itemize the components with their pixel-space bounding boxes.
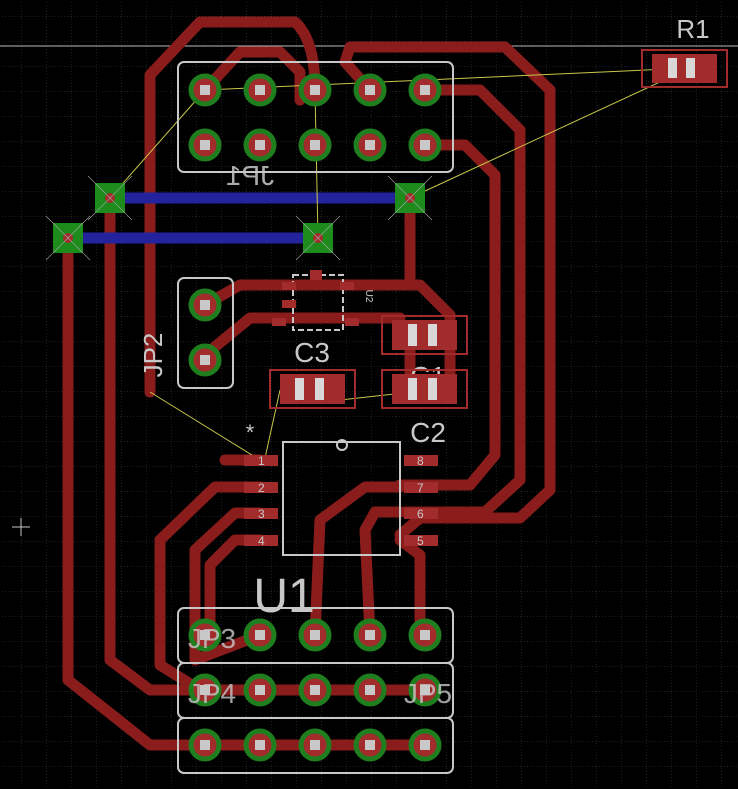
airwire — [149, 391, 261, 461]
pin-6-label: 6 — [417, 507, 424, 521]
jp3-label: JP3 — [188, 623, 236, 654]
jp1-header: JP1 — [177, 61, 454, 191]
trace — [394, 139, 501, 491]
c3-outline — [269, 369, 356, 409]
trace — [154, 481, 266, 696]
trace — [104, 194, 426, 696]
jp5-outline — [177, 717, 454, 774]
trace — [199, 46, 306, 106]
pin-7-label: 7 — [417, 481, 424, 495]
vias — [45, 175, 433, 261]
trace — [189, 507, 266, 666]
jp2-label: JP2 — [138, 333, 168, 378]
bottom-traces — [68, 192, 410, 244]
pin-5-label: 5 — [417, 534, 424, 548]
pin-4-label: 4 — [258, 534, 265, 548]
r1: R1 — [641, 14, 728, 88]
airwire — [109, 89, 206, 199]
jp5-label: JP5 — [404, 678, 452, 709]
c1-outline — [381, 315, 468, 355]
u1-label: U1 — [253, 570, 314, 623]
pin1-marker: * — [246, 420, 255, 445]
bottom-headers: JP3 JP4 JP5 — [177, 607, 454, 774]
u1: 1 2 3 4 5 6 7 8 * U1 — [244, 420, 438, 623]
c3: C3 — [269, 337, 356, 409]
trace — [339, 41, 556, 541]
airwires — [109, 67, 691, 461]
u2-label: U2 — [363, 290, 374, 303]
airwire — [264, 389, 281, 459]
jp2-header: JP2 — [138, 277, 234, 389]
trace — [359, 506, 406, 641]
via — [45, 215, 91, 261]
jp2-outline — [177, 277, 234, 389]
trace — [314, 279, 456, 396]
trace — [62, 232, 426, 751]
via — [295, 215, 341, 261]
c2-outline — [381, 369, 468, 409]
c2: C2 — [381, 369, 468, 448]
r1-label: R1 — [676, 14, 709, 44]
u1-outline — [282, 441, 401, 556]
via — [387, 175, 433, 221]
u2: U2 — [272, 270, 374, 331]
top-traces — [62, 16, 556, 751]
trace — [309, 481, 406, 641]
c3-label: C3 — [294, 337, 330, 368]
airwire — [204, 67, 691, 91]
origin-marker — [12, 518, 30, 536]
c2-label: C2 — [410, 417, 446, 448]
pin-2-label: 2 — [258, 481, 265, 495]
airwire — [409, 67, 691, 199]
airwire — [314, 89, 319, 239]
pin-3-label: 3 — [258, 507, 265, 521]
jp1-outline — [177, 61, 454, 173]
pin-1-label: 1 — [258, 454, 265, 468]
via — [87, 175, 133, 221]
r1-outline — [641, 49, 728, 88]
jp1-label: JP1 — [226, 160, 274, 191]
pin-8-label: 8 — [417, 454, 424, 468]
jp4-label: JP4 — [188, 678, 236, 709]
trace — [399, 84, 526, 518]
